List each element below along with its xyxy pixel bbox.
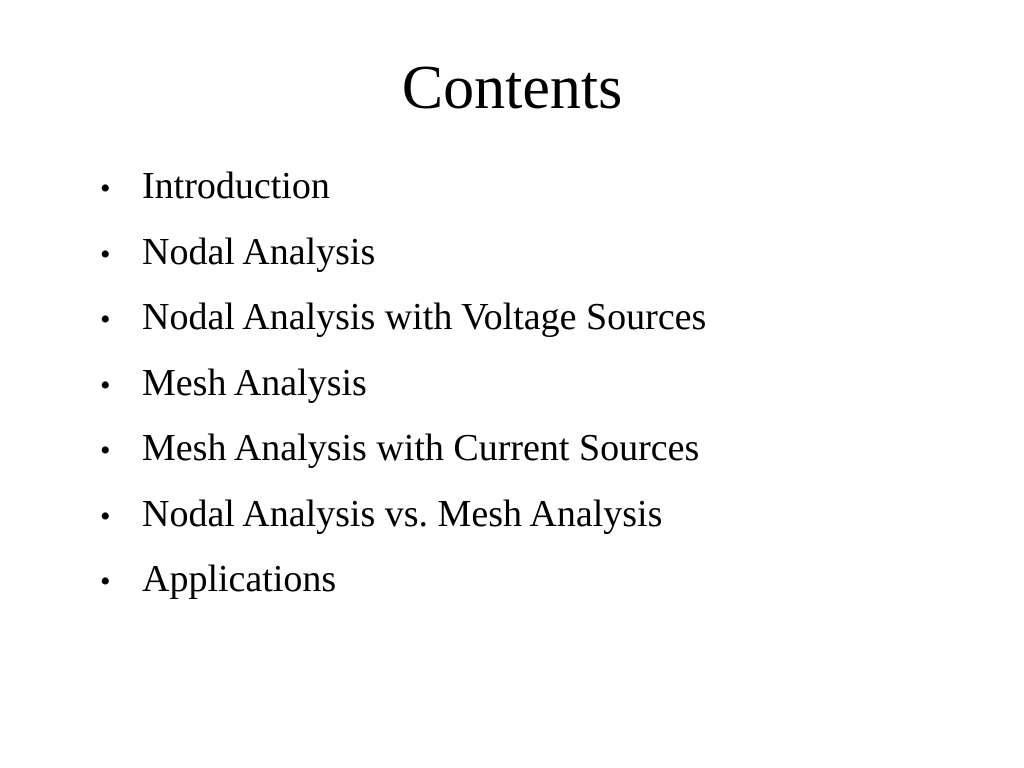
list-item-label: Applications — [142, 558, 337, 600]
list-item: • Nodal Analysis — [100, 224, 706, 290]
bullet-icon: • — [100, 172, 111, 205]
list-item-label: Mesh Analysis — [142, 361, 367, 404]
list-item-label: Introduction — [142, 165, 330, 207]
list-item: • Introduction — [100, 158, 706, 224]
list-item: • Mesh Analysis with Current Sources — [100, 420, 706, 486]
slide-title: Contents — [401, 54, 623, 122]
list-item-label: Nodal Analysis with Voltage Sources — [142, 296, 707, 338]
list-item-label: Mesh Analysis with Current Sources — [142, 427, 700, 469]
list-item-label: Nodal Analysis — [142, 230, 376, 273]
bullet-icon: • — [100, 368, 111, 402]
list-item: • Nodal Analysis vs. Mesh Analysis — [100, 486, 706, 552]
list-item: • Mesh Analysis — [100, 355, 706, 421]
list-item: • Applications — [100, 551, 706, 617]
bullet-icon: • — [100, 499, 111, 533]
contents-list: • Introduction • Nodal Analysis • Nodal … — [100, 158, 706, 617]
bullet-icon: • — [100, 237, 111, 271]
list-item-label: Nodal Analysis vs. Mesh Analysis — [142, 492, 663, 535]
bullet-icon: • — [100, 434, 111, 467]
bullet-icon: • — [100, 565, 111, 598]
bullet-icon: • — [100, 303, 111, 336]
list-item: • Nodal Analysis with Voltage Sources — [100, 289, 706, 355]
